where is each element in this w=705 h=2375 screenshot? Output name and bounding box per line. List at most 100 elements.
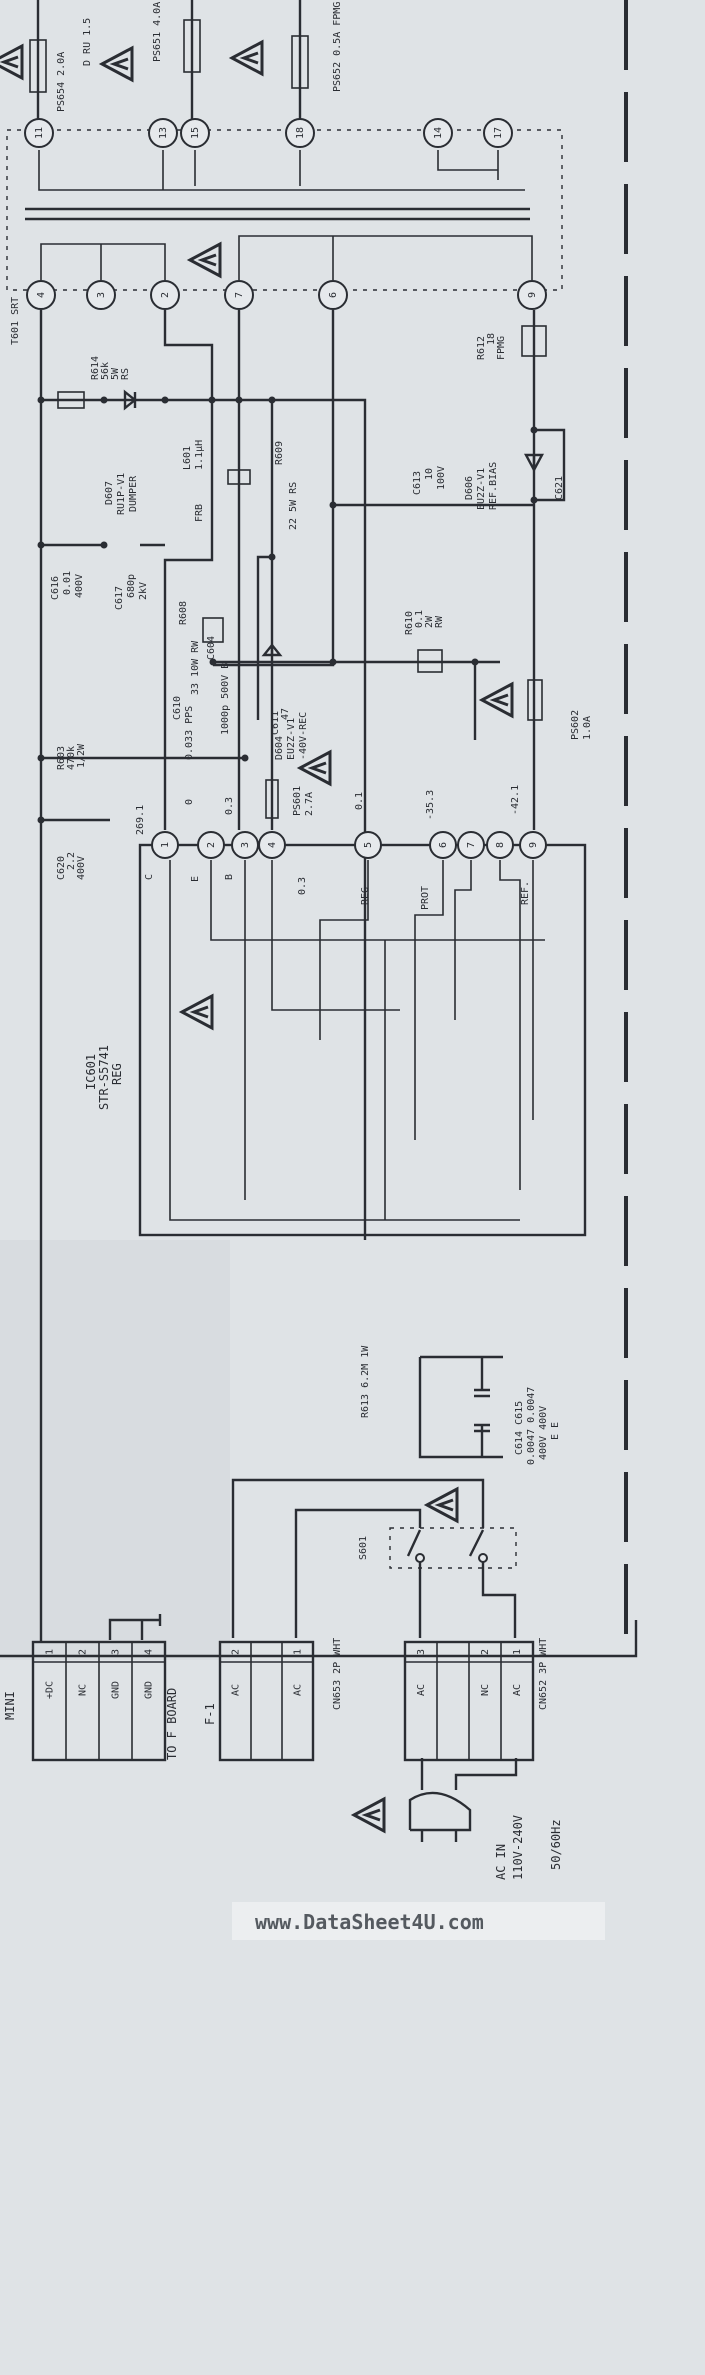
pin-voltage-reading: 0 (184, 799, 195, 805)
junction-dot (100, 396, 108, 404)
warning-triangle-icon (230, 40, 264, 76)
ic601-pin-label: REG (360, 887, 371, 905)
c604-label: C604 (206, 636, 217, 660)
connector-pin-number: 3 (416, 1649, 427, 1655)
transformer-pin: 17 (483, 118, 513, 148)
svg-text:18: 18 (295, 127, 306, 139)
connector-pin-number: 1 (293, 1649, 304, 1655)
svg-text:15: 15 (190, 127, 201, 139)
capacitor-icon (474, 1388, 490, 1433)
d606-label: EU2Z-V1 (476, 468, 487, 510)
connector-signal-label: AC (416, 1684, 427, 1696)
junction-dot (329, 658, 337, 666)
svg-text:3: 3 (240, 842, 251, 848)
c620-label: 2.2 (66, 852, 77, 870)
connector-signal-label: AC (512, 1684, 523, 1696)
transformer-pin: 4 (26, 280, 56, 310)
ic601-internal-circuit (169, 860, 545, 1221)
resistor-r610 (417, 649, 443, 673)
resistor-r609 (227, 469, 251, 485)
connector-pin-number: 1 (512, 1649, 523, 1655)
r610-label: RW (434, 615, 445, 628)
r603-label: 1/2W (76, 743, 87, 768)
ic601-pin-label: C (144, 874, 155, 880)
transformer-core (25, 207, 530, 221)
r608-label: R608 (178, 601, 189, 625)
switch-contact (478, 1553, 488, 1563)
d604-label: -40V-REC (298, 712, 309, 760)
r614-label: R614 (90, 356, 101, 380)
switch-s601-icon[interactable] (406, 1529, 485, 1557)
c610-label: C610 (172, 696, 183, 720)
junction-dots (37, 396, 538, 824)
warning-triangle-icon (100, 46, 134, 82)
ic601-pin-label: E (190, 876, 201, 882)
ic601-function: REG (110, 1063, 124, 1085)
pin-voltage-reading: 0.3 (297, 877, 308, 895)
svg-text:PS652 0.5A FPMG: PS652 0.5A FPMG (332, 2, 343, 92)
c613-label: C613 (412, 471, 423, 495)
junction-dot (37, 541, 45, 549)
junction-dot (208, 396, 216, 404)
switch-wiring (231, 1478, 517, 1638)
junction-dot (37, 816, 45, 824)
warning-triangle-icon (188, 242, 222, 278)
transformer-pin: 3 (86, 280, 116, 310)
transformer-pin: 14 (423, 118, 453, 148)
fuse-ps601-rating: 2.7A (304, 792, 315, 816)
svg-text:PS651 4.0A: PS651 4.0A (152, 2, 163, 62)
r610-line (213, 660, 500, 740)
ic601-pin: 1 (151, 831, 179, 859)
warning-triangle-icon (0, 44, 24, 80)
ic601-name: IC601 (84, 1054, 98, 1090)
fuse-ps601-body (265, 779, 279, 819)
ic601-pin-label: REF. (520, 881, 531, 905)
c617-label: C617 (114, 586, 125, 610)
svg-text:7: 7 (466, 842, 477, 848)
ic601-pin: 7 (457, 831, 485, 859)
primary-top-line (41, 398, 367, 1240)
svg-text:3: 3 (96, 292, 107, 298)
c620-label: 400V (76, 856, 87, 880)
d607-label: DUMPER (128, 475, 139, 512)
l601-label: L601 (182, 446, 193, 470)
junction-dot (268, 396, 276, 404)
ic601-pin: 9 (519, 831, 547, 859)
connector-pin-number: 3 (111, 1649, 122, 1655)
r603-label: R603 (56, 746, 67, 770)
diode-d604-icon (261, 643, 283, 657)
junction-dot (100, 541, 108, 549)
junction-dot (530, 496, 538, 504)
r610-label: 2W (424, 615, 435, 628)
c614-c615-type: E E (550, 1422, 561, 1440)
resistor-r614 (57, 391, 85, 409)
r613-label: R613 6.2M 1W (360, 1345, 371, 1418)
r609-label: 22 5W RS (288, 482, 299, 530)
transformer-label: T601 SRT (10, 297, 21, 345)
junction-dot (235, 396, 243, 404)
d606-label: REF.BIAS (488, 462, 499, 510)
warning-triangle-icon (180, 994, 214, 1030)
c616-label: C616 (50, 576, 61, 600)
c613-line (333, 428, 566, 507)
ic601-pin: 3 (231, 831, 259, 859)
ac-in-frequency: 50/60Hz (549, 1819, 563, 1870)
ic601-pin: 6 (429, 831, 457, 859)
junction-dot (241, 754, 249, 762)
c617-label: 2kV (138, 582, 149, 600)
connector-signal-label: GND (111, 1681, 122, 1699)
svg-text:5: 5 (363, 842, 374, 848)
ac-in-label: AC IN (494, 1844, 508, 1880)
c611-label: C611 (270, 711, 281, 735)
connector-signal-label: AC (293, 1684, 304, 1696)
connector-signal-label: AC (231, 1684, 242, 1696)
connector-pin-number: 2 (78, 1649, 89, 1655)
ic601-pin-label: B (224, 874, 235, 880)
